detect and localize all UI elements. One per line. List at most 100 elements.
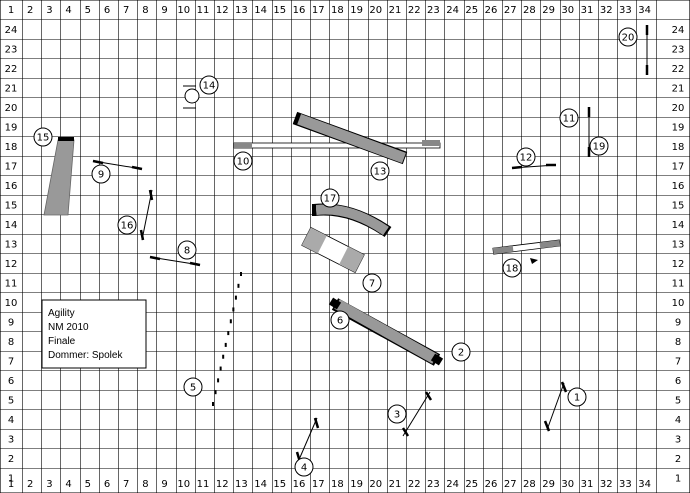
col-label-top: 13	[235, 5, 248, 16]
jump-8	[149, 255, 201, 267]
col-label-top: 16	[293, 5, 306, 16]
number-circle	[294, 457, 314, 477]
tunnel-6-mouth	[328, 297, 342, 310]
col-label-bottom: 24	[446, 479, 459, 490]
weave-poles-5	[212, 272, 242, 406]
col-label-top: 21	[389, 5, 402, 16]
col-label-top: 4	[65, 5, 71, 16]
chute-15	[43, 137, 75, 216]
col-label-top: 22	[408, 5, 421, 16]
row-label-right: 16	[672, 181, 685, 192]
col-label-bottom: 6	[104, 479, 110, 490]
col-label-bottom: 1	[8, 479, 14, 490]
row-label-right: 7	[675, 357, 681, 368]
obstacle-number-11: 11	[559, 108, 579, 128]
col-label-top: 19	[350, 5, 363, 16]
row-label-left: 2	[8, 454, 14, 465]
number-text: 15	[37, 133, 50, 144]
row-label-right: 15	[672, 201, 685, 212]
row-label-left: 12	[5, 259, 18, 270]
row-label-left: 22	[5, 64, 18, 75]
obstacle-number-5: 5	[183, 377, 203, 397]
dog-walk-plank	[233, 142, 441, 149]
row-label-right: 24	[672, 25, 685, 36]
row-label-right: 12	[672, 259, 685, 270]
jump-9-wing-b	[131, 165, 143, 171]
number-circle	[320, 188, 340, 208]
number-text: 7	[369, 279, 375, 290]
number-text: 9	[98, 170, 104, 181]
obstacle-number-3: 3	[387, 404, 407, 424]
row-label-left: 13	[5, 240, 18, 251]
row-label-left: 19	[5, 123, 18, 134]
seesaw-arrow	[530, 258, 538, 264]
number-circle	[177, 240, 197, 260]
a-frame-7	[301, 226, 365, 274]
number-text: 1	[574, 393, 580, 404]
jump-9-wing-a	[92, 159, 104, 165]
number-text: 19	[593, 142, 606, 153]
number-text: 20	[622, 33, 635, 44]
col-label-top: 14	[254, 5, 267, 16]
row-label-right: 5	[675, 396, 681, 407]
col-label-bottom: 13	[235, 479, 248, 490]
col-label-bottom: 4	[65, 479, 71, 490]
col-label-top: 33	[619, 5, 632, 16]
weave-pole	[234, 295, 237, 300]
dog-walk-contact-start	[234, 143, 252, 148]
tunnel-6-2	[328, 297, 444, 366]
obstacle-number-9: 9	[91, 164, 111, 184]
info-box: Agility NM 2010 Finale Dommer: Spolek	[41, 299, 147, 369]
row-label-left: 1	[8, 474, 14, 485]
col-label-bottom: 32	[600, 479, 613, 490]
obstacle-number-10: 10	[233, 151, 253, 171]
col-label-bottom: 30	[561, 479, 574, 490]
col-label-bottom: 23	[427, 479, 440, 490]
col-label-top: 7	[123, 5, 129, 16]
weave-pole	[237, 283, 240, 288]
weave-pole	[232, 307, 235, 312]
row-label-right: 9	[675, 318, 681, 329]
col-label-top: 26	[485, 5, 498, 16]
col-label-top: 34	[638, 5, 651, 16]
weave-pole	[212, 402, 214, 406]
row-label-left: 23	[5, 45, 18, 56]
col-label-top: 30	[561, 5, 574, 16]
obstacle-number-13: 13	[370, 161, 390, 181]
tire-ring	[184, 88, 200, 104]
row-label-left: 3	[8, 435, 14, 446]
row-label-left: 4	[8, 415, 14, 426]
a-frame-contact-b	[339, 246, 365, 273]
number-text: 5	[190, 383, 196, 394]
col-label-top: 9	[161, 5, 167, 16]
number-text: 3	[394, 410, 400, 421]
row-label-right: 11	[672, 279, 685, 290]
col-label-bottom: 22	[408, 479, 421, 490]
col-label-bottom: 8	[142, 479, 148, 490]
number-circle	[370, 161, 390, 181]
weave-pole	[219, 366, 222, 371]
row-label-right: 23	[672, 45, 685, 56]
row-label-right: 19	[672, 123, 685, 134]
obstacle-number-8: 8	[177, 240, 197, 260]
jump-4-wing-a	[313, 417, 320, 429]
obstacle-number-1: 1	[567, 387, 587, 407]
number-text: 14	[203, 81, 216, 92]
tunnel-13	[292, 111, 408, 165]
info-round: Finale	[48, 336, 76, 347]
jump-3	[401, 391, 433, 437]
chute-entry	[58, 137, 74, 141]
number-circle	[183, 377, 203, 397]
col-label-top: 6	[104, 5, 110, 16]
jump-12-wing-a	[511, 165, 523, 170]
jump-9	[92, 159, 143, 171]
col-label-bottom: 33	[619, 479, 632, 490]
info-event: NM 2010	[48, 322, 89, 333]
row-label-right: 22	[672, 64, 685, 75]
number-circle	[387, 404, 407, 424]
row-label-right: 13	[672, 240, 685, 251]
number-text: 4	[301, 463, 307, 474]
weave-pole	[227, 331, 230, 336]
row-label-left: 11	[5, 279, 18, 290]
col-label-bottom: 34	[638, 479, 651, 490]
